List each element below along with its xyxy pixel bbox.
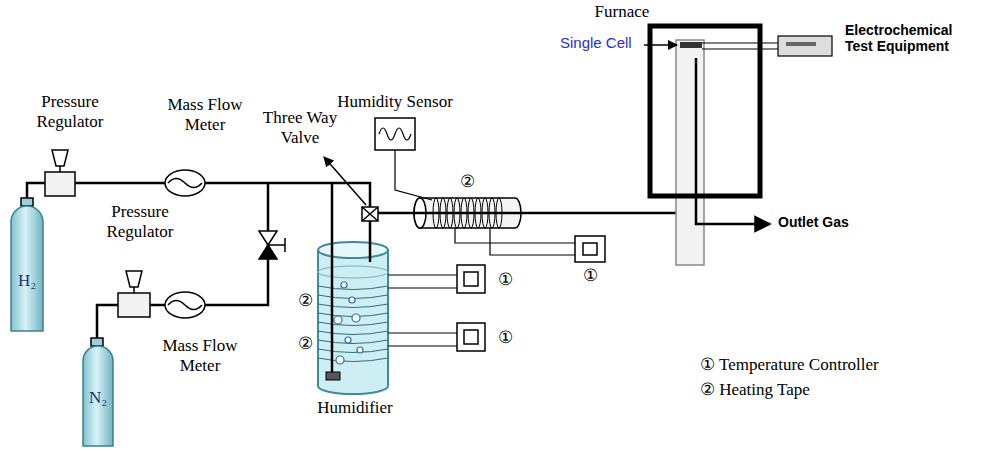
gas-pipe [378, 58, 686, 213]
callout-number: ① [492, 270, 518, 290]
part-label: Mass Flow Meter [153, 336, 248, 375]
mass-flow-meter [165, 170, 205, 318]
callout-number: ② [292, 291, 318, 311]
part-label: Three Way Valve [258, 108, 343, 147]
test-equipment [702, 36, 832, 56]
bubble [334, 316, 342, 324]
leader-line [644, 44, 677, 46]
heating-coil [318, 358, 388, 362]
callout-number: ② [292, 334, 318, 354]
cylinder-label: H₂ [10, 271, 44, 291]
bubble [349, 297, 355, 303]
heating-coil [318, 286, 388, 290]
bubbler [326, 372, 340, 380]
part-label: Mass Flow Meter [158, 95, 253, 134]
callout-number: ② [452, 172, 482, 192]
valve-symbol [259, 231, 285, 259]
callout-number: ① [575, 266, 605, 286]
heating-coil [318, 322, 388, 326]
cylinder-label: N₂ [82, 388, 114, 408]
part-label: Pressure Regulator [25, 92, 115, 131]
heating-coil [318, 349, 388, 353]
outlet-label: Outlet Gas [778, 214, 849, 230]
bubble [345, 337, 351, 343]
furnace [650, 26, 770, 265]
heating-coil [318, 304, 388, 308]
temperature-controller [457, 236, 605, 351]
heating-coil [318, 331, 388, 335]
legend-text: ② Heating Tape [700, 380, 810, 400]
part-label: Humidifier [305, 398, 405, 418]
equipment-label: Electrochemical Test Equipment [845, 22, 980, 54]
bubble [341, 282, 347, 288]
bubble [336, 356, 344, 364]
bubble [352, 314, 360, 322]
part-label: Furnace [577, 2, 667, 22]
humidifier-vessel [318, 242, 388, 394]
humidity-sensor [375, 118, 432, 200]
cylinder-outline [10, 205, 44, 332]
leader-line [324, 157, 366, 205]
callout-number: ① [492, 328, 518, 348]
bubble [357, 347, 363, 353]
three-way-valve [362, 207, 378, 221]
gas-cylinder: H₂ [10, 205, 44, 332]
part-label: Pressure Regulator [95, 202, 185, 241]
heating-coil [318, 340, 388, 344]
legend-text: ① Temperature Controller [700, 355, 879, 375]
cell-label: Single Cell [560, 34, 632, 51]
part-label: Humidity Sensor [320, 92, 470, 112]
gas-cylinder: N₂ [82, 345, 114, 447]
